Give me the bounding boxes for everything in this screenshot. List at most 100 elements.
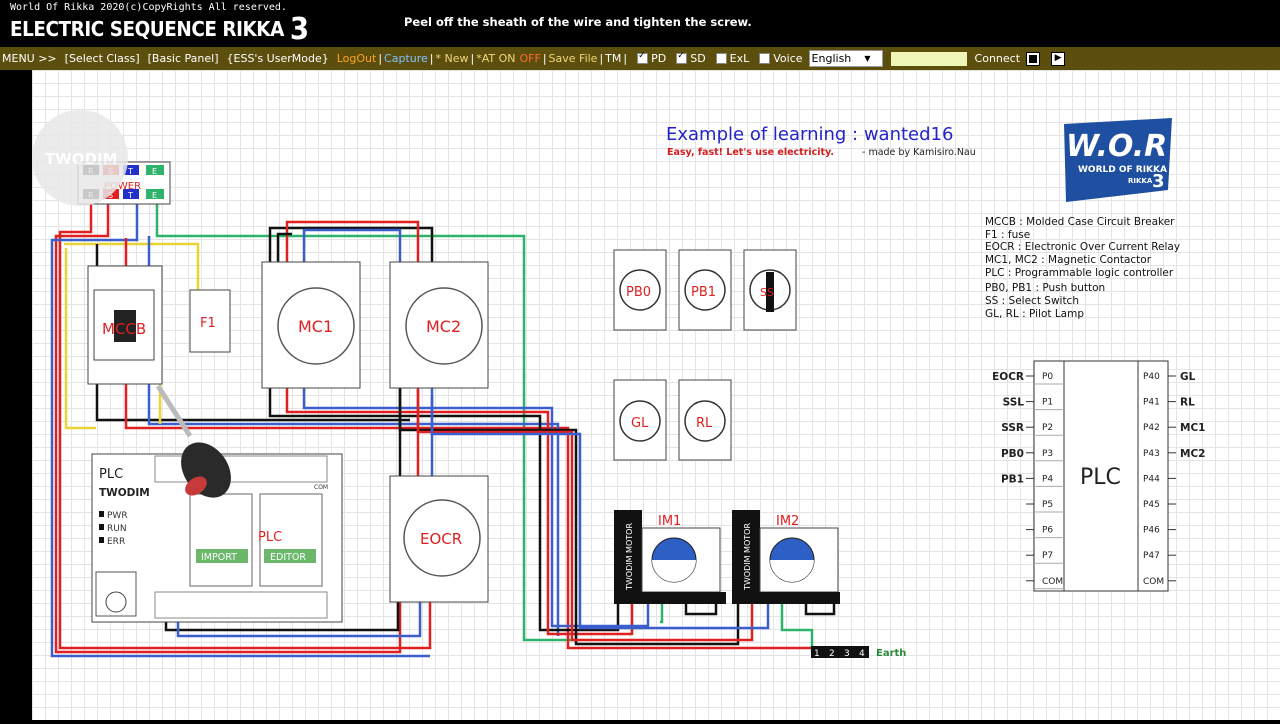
- example-title: Example of learning : wanted16: [666, 124, 953, 145]
- plc-left-pin: P6: [1042, 526, 1053, 536]
- tm-link[interactable]: TM: [605, 52, 622, 65]
- plc-right-col: [1137, 360, 1169, 592]
- legend-line: GL, RL : Pilot Lamp: [985, 308, 1084, 320]
- logout-link[interactable]: LogOut: [336, 52, 377, 65]
- term-label: T: [127, 191, 133, 200]
- wire-blue: [176, 602, 422, 638]
- plc-top-terminals: [154, 455, 328, 483]
- logo-bg: [1064, 118, 1172, 202]
- eocr-label: EOCR: [420, 530, 462, 548]
- off-link[interactable]: OFF: [519, 52, 541, 65]
- legend: MCCB : Molded Case Circuit Breaker F1 : …: [985, 216, 1180, 320]
- plc-unit[interactable]: PLC TWODIM PWR RUN ERR IMPORT EDITOR PLC…: [91, 453, 343, 623]
- plc-left-signal: SSL: [1003, 397, 1025, 409]
- legend-line: PB0, PB1 : Push button: [985, 282, 1105, 294]
- legend-line: MCCB : Molded Case Circuit Breaker: [985, 216, 1175, 228]
- term-e: [146, 165, 164, 175]
- separator: |: [542, 52, 547, 65]
- fuse-frame: [189, 289, 231, 353]
- wire-blue: [50, 197, 430, 658]
- editor-button[interactable]: [264, 549, 316, 563]
- term-t: [123, 189, 139, 199]
- fuse-f1[interactable]: F1: [189, 289, 231, 353]
- wire-red: [124, 384, 820, 650]
- earth-terminal[interactable]: 1 2 3 4 Earth: [811, 646, 906, 659]
- eocr[interactable]: EOCR: [389, 475, 489, 603]
- sd-label: SD: [690, 52, 706, 65]
- term-t: [123, 165, 139, 175]
- mccb[interactable]: MCCB: [87, 265, 163, 385]
- wire-black: [95, 384, 410, 422]
- logo-sub2: RIKKA: [1128, 177, 1153, 185]
- im2-plate: [732, 510, 760, 604]
- plc-com-label: COM: [314, 484, 328, 491]
- mccb-handle[interactable]: [114, 310, 136, 342]
- plc-right-pin: P46: [1143, 526, 1160, 536]
- plc-right-pin: P47: [1143, 551, 1160, 561]
- wire-black: [164, 600, 400, 632]
- wire-black: [684, 604, 718, 616]
- save-file-link[interactable]: Save File: [548, 52, 598, 65]
- legend-line: F1 : fuse: [985, 229, 1030, 241]
- plc-left-pin: P1: [1042, 398, 1053, 408]
- exl-checkbox[interactable]: [715, 53, 727, 64]
- rl-label: RL: [696, 416, 713, 431]
- gl-label: GL: [631, 416, 649, 431]
- legend-line: EOCR : Electronic Over Current Relay: [985, 241, 1180, 253]
- separator: |: [470, 52, 475, 65]
- pb0-label: PB0: [626, 285, 651, 300]
- earth-num: 2: [829, 649, 835, 659]
- logo-sub: WORLD OF RIKKA: [1078, 165, 1167, 175]
- mccb-label: MCCB: [102, 320, 146, 338]
- language-select[interactable]: English▼: [808, 50, 883, 67]
- screwdriver-icon[interactable]: [155, 384, 241, 507]
- pb1-button[interactable]: PB1: [678, 249, 732, 331]
- user-mode-link[interactable]: {ESS's UserMode}: [226, 52, 329, 65]
- im1-brand: TWODIM MOTOR: [625, 523, 634, 591]
- import-button[interactable]: [196, 549, 248, 563]
- import-panel: [189, 493, 253, 587]
- separator: |: [599, 52, 604, 65]
- wire-black: [804, 604, 836, 616]
- rl-lamp[interactable]: RL: [678, 379, 732, 461]
- plc-left-signal: SSR: [1001, 422, 1024, 434]
- mc2[interactable]: MC2: [389, 261, 489, 389]
- mc1-dial: [277, 287, 355, 365]
- app-brand: ELECTRIC SEQUENCE RIKKA 3: [10, 12, 309, 47]
- new-link[interactable]: * New: [435, 52, 469, 65]
- voice-checkbox[interactable]: [759, 53, 771, 64]
- basic-panel-link[interactable]: [Basic Panel]: [147, 52, 219, 65]
- chevron-down-icon: ▼: [864, 54, 871, 63]
- wire-red: [54, 197, 402, 654]
- ss-switch[interactable]: SS: [743, 249, 797, 331]
- screwdriver-grip: [185, 476, 207, 496]
- connect-label[interactable]: Connect: [974, 52, 1021, 65]
- legend-line: PLC : Programmable logic controller: [985, 267, 1174, 279]
- wire-blue: [302, 228, 402, 270]
- play-icon[interactable]: ▶: [1051, 51, 1066, 66]
- pd-checkbox[interactable]: [637, 51, 649, 64]
- import-label: IMPORT: [201, 552, 237, 563]
- rl-bulb: [684, 400, 726, 442]
- motor-im2[interactable]: TWODIM MOTOR IM2: [732, 510, 840, 604]
- pwr-led: [99, 511, 104, 517]
- select-class-link[interactable]: [Select Class]: [64, 52, 140, 65]
- wiring-canvas[interactable]: Example of learning : wanted16 Easy, fas…: [32, 70, 1280, 720]
- at-on-link[interactable]: *AT ON: [476, 52, 516, 65]
- gl-lamp[interactable]: GL: [613, 379, 667, 461]
- stop-icon[interactable]: [1026, 51, 1041, 66]
- connect-input[interactable]: [890, 51, 967, 66]
- plc-brand: TWODIM: [99, 487, 150, 499]
- motor-im1[interactable]: TWODIM MOTOR IM1: [614, 510, 726, 604]
- pd-label: PD: [651, 52, 667, 65]
- earth-num: 4: [859, 649, 865, 659]
- wire-yellow: [64, 242, 200, 296]
- capture-link[interactable]: Capture: [384, 52, 428, 65]
- err-label: ERR: [107, 537, 125, 547]
- mc1[interactable]: MC1: [261, 261, 361, 389]
- voice-label: Voice: [773, 52, 803, 65]
- separator: |: [378, 52, 383, 65]
- term-label: S: [108, 191, 113, 200]
- pb0-button[interactable]: PB0: [613, 249, 667, 331]
- sd-checkbox[interactable]: [676, 51, 688, 64]
